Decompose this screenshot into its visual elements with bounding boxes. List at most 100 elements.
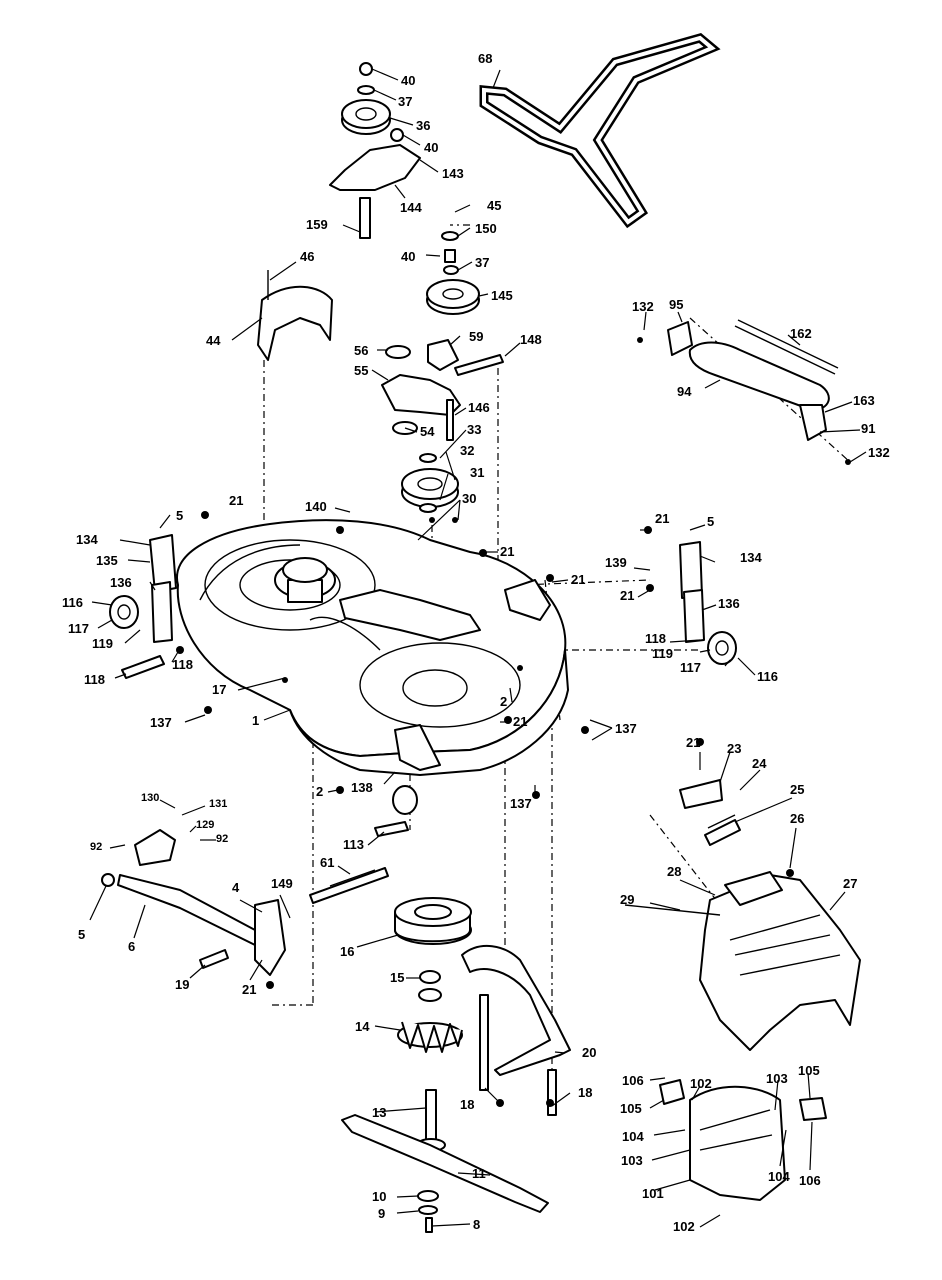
callout-55: 55 [354, 363, 369, 378]
callout-104: 104 [622, 1129, 644, 1144]
callout-106: 106 [799, 1173, 821, 1188]
callout-21: 21 [571, 572, 586, 587]
callout-116: 116 [757, 669, 778, 684]
callout-119: 119 [92, 636, 113, 651]
callout-94: 94 [677, 384, 692, 399]
callout-25: 25 [790, 782, 805, 797]
callout-132: 132 [868, 445, 890, 460]
callout-28: 28 [667, 864, 682, 879]
baffle [461, 944, 571, 1116]
callout-113: 113 [343, 837, 364, 852]
callout-13: 13 [372, 1105, 387, 1120]
callout-131: 131 [209, 798, 228, 810]
right-hanger [679, 541, 737, 665]
deck-spindle [274, 557, 336, 603]
callout-17: 17 [212, 682, 227, 697]
callout-118: 118 [172, 657, 193, 672]
callout-102: 102 [673, 1219, 695, 1234]
callout-159: 159 [306, 217, 328, 232]
callout-31: 31 [470, 465, 485, 480]
callout-101: 101 [642, 1186, 664, 1201]
callout-21: 21 [620, 588, 635, 603]
callout-118: 118 [84, 672, 105, 687]
callout-33: 33 [467, 422, 482, 437]
callout-105: 105 [620, 1101, 642, 1116]
pulley-36 [341, 62, 404, 142]
callout-92: 92 [216, 833, 229, 845]
link-arm [101, 829, 286, 976]
callout-2: 2 [316, 784, 324, 799]
callout-129: 129 [196, 819, 215, 831]
drive-belt [479, 33, 721, 229]
callout-130: 130 [141, 792, 160, 804]
callout-40: 40 [424, 140, 439, 155]
left-hanger [109, 534, 177, 679]
adjustment-rod [309, 867, 389, 904]
callout-135: 135 [96, 553, 118, 568]
callout-103: 103 [621, 1153, 643, 1168]
callout-30: 30 [462, 491, 477, 506]
callout-119: 119 [652, 646, 673, 661]
callout-15: 15 [390, 970, 405, 985]
callout-23: 23 [727, 741, 742, 756]
callout-137: 137 [615, 721, 637, 736]
callout-61: 61 [320, 855, 335, 870]
idler-bracket [339, 579, 551, 641]
callout-95: 95 [669, 297, 684, 312]
callout-106: 106 [622, 1073, 644, 1088]
callout-4: 4 [232, 880, 240, 895]
callout-150: 150 [475, 221, 497, 236]
callout-8: 8 [473, 1217, 481, 1232]
callout-54: 54 [420, 424, 435, 439]
callout-18: 18 [460, 1097, 475, 1112]
callout-20: 20 [582, 1045, 597, 1060]
callout-40: 40 [401, 249, 416, 264]
callout-103: 103 [766, 1071, 788, 1086]
front-bracket [374, 724, 441, 837]
leader-lines [89, 68, 867, 1228]
callout-163: 163 [853, 393, 875, 408]
bracket-143 [329, 144, 421, 239]
callout-46: 46 [300, 249, 315, 264]
callout-24: 24 [752, 756, 767, 771]
callout-21: 21 [655, 511, 670, 526]
callout-117: 117 [680, 660, 701, 675]
callout-144: 144 [400, 200, 422, 215]
callout-134: 134 [76, 532, 98, 547]
spindle-housing [394, 897, 472, 1002]
idler-arm [381, 339, 504, 441]
callout-21: 21 [500, 544, 515, 559]
callout-68: 68 [478, 51, 493, 66]
callout-6: 6 [128, 939, 136, 954]
callout-145: 145 [491, 288, 513, 303]
blade-fan [397, 1021, 463, 1053]
callout-26: 26 [790, 811, 805, 826]
callout-14: 14 [355, 1019, 370, 1034]
mulch-plug [659, 1079, 827, 1201]
callout-140: 140 [305, 499, 327, 514]
callout-40: 40 [401, 73, 416, 88]
callout-146: 146 [468, 400, 490, 415]
callout-148: 148 [520, 332, 542, 347]
callout-162: 162 [790, 326, 812, 341]
callout-104: 104 [768, 1169, 790, 1184]
callout-143: 143 [442, 166, 464, 181]
callout-16: 16 [340, 944, 355, 959]
discharge-chute [624, 871, 861, 1051]
callout-59: 59 [469, 329, 484, 344]
pulley-145 [426, 231, 480, 315]
callout-21: 21 [513, 714, 528, 729]
belt-guard [257, 270, 333, 361]
callout-27: 27 [843, 876, 858, 891]
callout-37: 37 [398, 94, 413, 109]
callout-5: 5 [78, 927, 86, 942]
callout-2: 2 [500, 694, 508, 709]
chute-hinge [679, 779, 741, 846]
callout-92: 92 [90, 841, 103, 853]
callout-105: 105 [798, 1063, 820, 1078]
callout-136: 136 [718, 596, 740, 611]
callout-139: 139 [605, 555, 627, 570]
callout-36: 36 [416, 118, 431, 133]
